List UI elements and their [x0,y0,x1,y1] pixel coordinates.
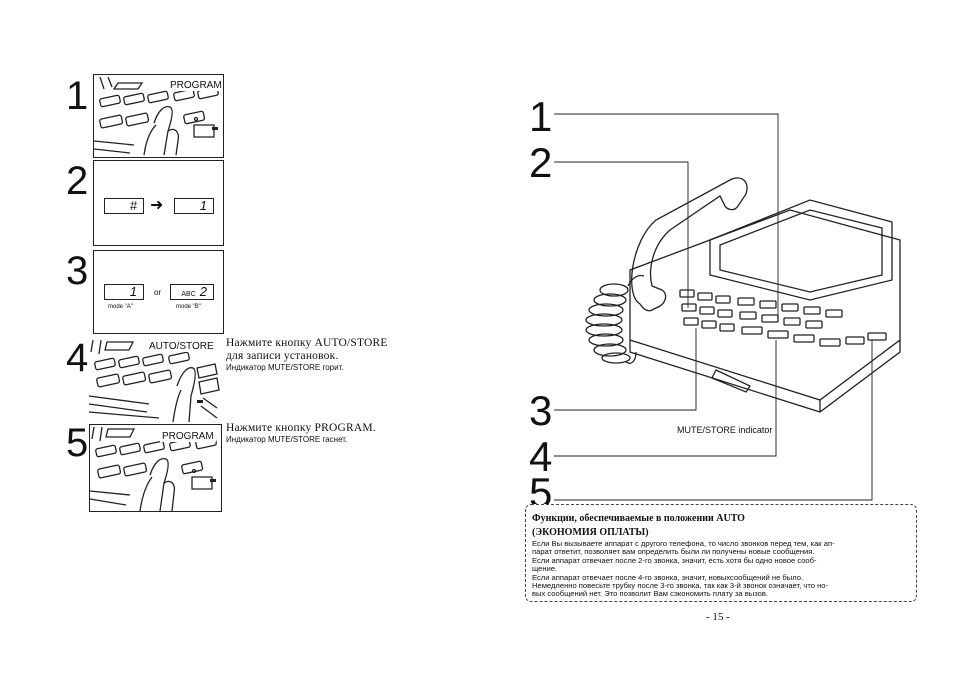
info-title-line2: (ЭКОНОМИЯ ОПЛАТЫ) [532,527,649,538]
key-1-mode-a: 1 [104,284,144,300]
step-4-subtitle: Индикатор MUTE/STORE горит. [226,363,344,372]
step-5-number: 5 [66,421,89,465]
mute-store-indicator-label: MUTE/STORE indicator [676,425,774,435]
step-4-number: 4 [66,336,89,380]
keypad-press-drawing [94,76,219,156]
callout-1-number: 1 [529,93,553,140]
step-2-key-sequence-panel: # ➜ 1 [93,160,224,246]
step-5-keypad-illustration: PROGRAM [89,424,222,512]
callout-1-line [554,113,779,322]
callout-5-number: 5 [529,469,553,516]
step-1-keypad-illustration: PROGRAM [93,74,224,158]
step-5-subtitle: Индикатор MUTE/STORE гаснет. [226,435,348,444]
or-text: or [154,288,162,297]
step-3-number: 3 [66,249,89,293]
callout-4-line [554,340,777,457]
auto-mode-info-box: Функции, обеспечиваемые в положении AUTO… [525,504,917,602]
callout-lines [554,113,873,501]
callout-4-number: 4 [529,433,553,480]
info-line-3: Если аппарат отвечает после 2-го звонка,… [532,555,817,565]
key-1: 1 [174,198,214,214]
handset [631,177,748,312]
step-5-title: Нажмите кнопку PROGRAM. [226,422,376,434]
callout-2-number: 2 [529,139,553,186]
step-4-auto-store-label: AUTO/STORE [147,341,216,352]
abc-label: ABC [181,291,196,298]
step-5-program-label: PROGRAM [160,431,216,442]
step-4-keypad-illustration: AUTO/STORE [89,338,220,422]
step-2-number: 2 [66,159,89,203]
key-2-digit: 2 [199,284,207,299]
program-press-drawing [90,426,217,511]
arrow-right-icon: ➜ [150,197,164,214]
info-title: Функции, обеспечиваемые в положении AUTO [532,513,745,524]
callout-3-number: 3 [529,387,553,434]
info-lines: Если Вы вызываете аппарат с другого теле… [532,539,835,599]
info-line-5: Если аппарат отвечает после 4-го звонка,… [532,572,804,582]
callout-3-line [554,328,697,411]
info-line-4: щение. [532,564,558,574]
step-4-title: Нажмите кнопку AUTO/STORE [226,337,388,349]
step-4-title-line2: для записи установок. [226,350,339,362]
phone-base-outline [629,209,901,401]
auto-store-press-drawing [89,339,220,422]
hash-key: # [104,198,144,214]
callout-5-line [554,340,873,501]
info-line-2: парат ответит, позволяет вам определить … [532,547,815,557]
mode-a-label: mode "A" [108,304,133,310]
info-line-1: Если Вы вызываете аппарат с другого теле… [532,539,835,548]
info-line-7: вых сообщений нет. Это позволит Вам сэко… [532,589,769,599]
keypad-rows [679,289,887,347]
step-1-program-label: PROGRAM [168,80,223,91]
mode-b-label: mode "B" [176,304,201,310]
callout-2-line [554,161,689,308]
step-1-number: 1 [66,74,89,118]
info-line-6: Немедленно повесьте трубку после 3-го зв… [532,581,829,591]
coiled-cord [585,274,645,364]
display-lid [709,199,893,301]
page-number: - 15 - [706,611,730,623]
telephone-diagram [554,113,901,501]
